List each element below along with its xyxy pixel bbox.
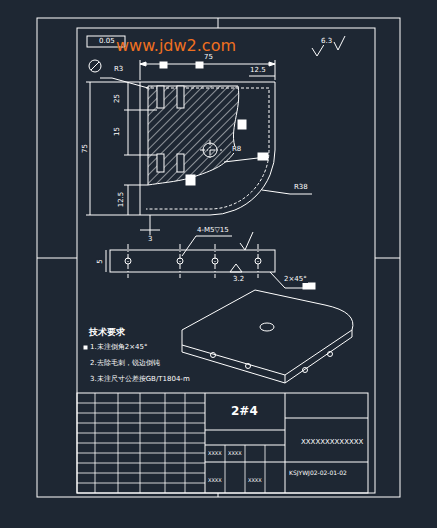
watermark: www.jdw2.com — [115, 38, 237, 54]
technical-note: 1.未注倒角2×45° — [89, 344, 148, 351]
dimension-text: 3 — [147, 236, 153, 243]
title-block-cell: KSJYWJ02-02-01-02 — [288, 470, 348, 476]
dimension-text: 2×45° — [283, 276, 308, 283]
technical-note: 3.未注尺寸公差按GB/T1804-m — [89, 376, 191, 383]
title-block-cell: XXXX — [247, 478, 263, 483]
dimension-text: 4-M5▽15 — [196, 227, 230, 234]
dimension-text: 3.2 — [232, 276, 245, 283]
dimension-text: 12.5 — [249, 67, 267, 74]
title-block-cell: XXXX — [207, 451, 223, 456]
dimension-text: 75 — [82, 143, 89, 154]
title-block-cell: XXXX — [227, 451, 243, 456]
dimension-text: 6.3 — [320, 38, 333, 45]
dimension-text: 15 — [114, 126, 121, 137]
dimension-text: R38 — [293, 184, 309, 191]
dimension-text: 5 — [97, 258, 104, 264]
technical-note: 技术要求 — [88, 328, 126, 337]
dimension-text: R8 — [231, 146, 242, 153]
dimension-text: R3 — [113, 66, 124, 73]
dimension-text: 12.5 — [118, 191, 125, 209]
title-block-cell: 2#4 — [230, 405, 259, 417]
dimension-text: 25 — [114, 93, 121, 104]
title-block-cell: XXXX — [207, 478, 223, 483]
dimension-text: 75 — [203, 54, 214, 61]
title-block-cell: XXXXXXXXXXXXX — [300, 439, 364, 446]
technical-note: 2.去除毛刺，锐边倒钝 — [89, 360, 161, 367]
dimension-text: 0.05 — [98, 38, 116, 45]
